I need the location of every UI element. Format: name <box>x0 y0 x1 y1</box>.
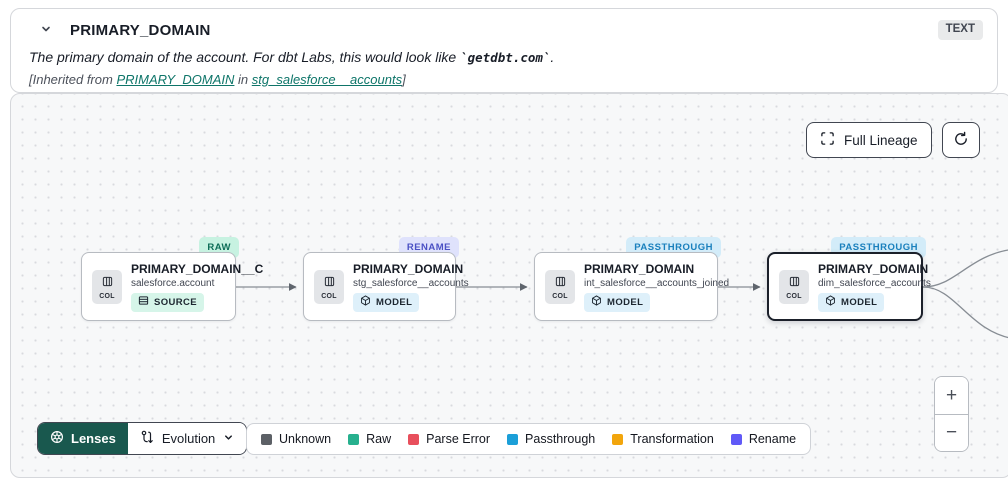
legend-swatch <box>348 433 360 445</box>
inherited-prefix: [Inherited from <box>29 72 117 87</box>
node-model-name: int_salesforce__accounts_joined <box>584 277 730 289</box>
legend-item: Raw <box>348 432 391 446</box>
legend-swatch <box>261 433 272 445</box>
description-text: The primary domain of the account. For d… <box>29 49 461 65</box>
node-column-name: PRIMARY_DOMAIN <box>353 261 464 276</box>
legend-item: Passthrough <box>507 432 595 446</box>
refresh-icon <box>953 131 969 150</box>
node-model-name: stg_salesforce__accounts <box>353 277 469 289</box>
legend-label: Unknown <box>279 432 332 446</box>
column-icon <box>324 274 335 292</box>
legend-label: Raw <box>366 432 392 446</box>
zoom-in-button[interactable]: + <box>935 377 968 414</box>
aperture-icon <box>50 430 64 447</box>
node-model-name: salesforce.account <box>131 277 215 289</box>
column-chip: COL <box>779 269 809 304</box>
node-column-name: PRIMARY_DOMAIN <box>818 261 929 276</box>
legend-item: Unknown <box>261 432 331 446</box>
zoom-out-button[interactable]: − <box>935 414 968 451</box>
legend-item: Transformation <box>612 432 714 446</box>
node-column-name: PRIMARY_DOMAIN <box>584 261 695 276</box>
column-title-row: PRIMARY_DOMAIN TEXT <box>29 19 983 41</box>
column-chip: COL <box>545 269 575 304</box>
chevron-down-icon <box>40 23 52 38</box>
model-cube-icon <box>591 295 602 309</box>
lens-selector-dropdown[interactable]: Evolution <box>127 423 247 454</box>
inherited-model-link[interactable]: stg_salesforce__accounts <box>251 72 403 87</box>
zoom-controls: + − <box>934 376 969 452</box>
legend-label: Parse Error <box>426 432 491 446</box>
collapse-toggle[interactable] <box>37 21 55 39</box>
legend-item: Rename <box>730 432 797 446</box>
expand-icon <box>820 131 835 149</box>
column-icon <box>555 274 566 292</box>
resource-label: MODEL <box>607 296 644 308</box>
inherited-note: [Inherited from PRIMARY_DOMAIN in stg_sa… <box>29 72 983 87</box>
col-chip-label: COL <box>99 292 115 300</box>
description-code: `getdbt.com` <box>460 50 551 65</box>
node-text: PRIMARY_DOMAIN stg_salesforce__accounts … <box>353 262 469 312</box>
resource-badge-source: SOURCE <box>131 292 205 312</box>
lenses-label: Lenses <box>71 431 116 446</box>
legend-label: Rename <box>748 432 797 446</box>
legend-label: Transformation <box>630 432 714 446</box>
lineage-node-intermediate[interactable]: COL PRIMARY_DOMAIN int_salesforce__accou… <box>534 252 729 321</box>
node-model-name: dim_salesforce_accounts <box>818 277 931 289</box>
resource-badge-model: MODEL <box>353 292 420 312</box>
chevron-down-icon <box>223 431 234 446</box>
col-chip-label: COL <box>786 292 802 300</box>
resource-label: SOURCE <box>154 296 198 308</box>
lineage-node-staging[interactable]: COL PRIMARY_DOMAIN stg_salesforce__accou… <box>303 252 469 321</box>
col-chip-label: COL <box>321 292 337 300</box>
column-description: The primary domain of the account. For d… <box>29 49 983 65</box>
canvas-toolbar: Full Lineage <box>806 122 980 158</box>
page-title: PRIMARY_DOMAIN <box>70 21 211 39</box>
resource-badge-model: MODEL <box>818 292 885 312</box>
legend-swatch <box>408 433 420 445</box>
column-details-panel: PRIMARY_DOMAIN TEXT The primary domain o… <box>10 8 998 93</box>
description-period: . <box>550 49 555 65</box>
refresh-button[interactable] <box>941 122 980 158</box>
lineage-node-dim-selected[interactable]: COL PRIMARY_DOMAIN dim_salesforce_accoun… <box>767 252 931 321</box>
lens-legend: Unknown Raw Parse Error Passthrough Tran… <box>246 423 812 455</box>
column-chip: COL <box>92 269 122 304</box>
lenses-button[interactable]: Lenses <box>38 423 128 454</box>
node-text: PRIMARY_DOMAIN int_salesforce__accounts_… <box>584 262 729 312</box>
resource-label: MODEL <box>376 296 413 308</box>
column-type-badge: TEXT <box>937 20 983 40</box>
selected-lens-label: Evolution <box>161 431 216 446</box>
inherited-column-link[interactable]: PRIMARY_DOMAIN <box>116 72 235 87</box>
legend-swatch <box>612 433 624 445</box>
node-column-name: PRIMARY_DOMAIN__C <box>131 261 264 276</box>
legend-item: Parse Error <box>408 432 490 446</box>
legend-swatch <box>730 433 742 445</box>
inherited-suffix: ] <box>402 72 406 87</box>
col-chip-label: COL <box>552 292 568 300</box>
column-chip: COL <box>314 269 344 304</box>
legend-swatch <box>507 433 519 445</box>
model-cube-icon <box>825 295 836 309</box>
column-icon <box>789 274 800 292</box>
full-lineage-button[interactable]: Full Lineage <box>806 122 932 158</box>
model-cube-icon <box>360 295 371 309</box>
lineage-node-source[interactable]: COL PRIMARY_DOMAIN__C salesforce.account… <box>81 252 263 321</box>
lineage-canvas[interactable]: Full Lineage RAW RENAME PASSTHROUGH PASS… <box>10 93 1008 478</box>
inherited-middle: in <box>234 72 252 87</box>
lenses-control: Lenses Evolution <box>37 422 248 455</box>
full-lineage-label: Full Lineage <box>844 132 918 148</box>
node-text: PRIMARY_DOMAIN__C salesforce.account SOU… <box>131 262 263 312</box>
source-icon <box>138 295 149 309</box>
column-icon <box>102 274 113 292</box>
legend-label: Passthrough <box>525 432 596 446</box>
node-text: PRIMARY_DOMAIN dim_salesforce_accounts M… <box>818 262 931 312</box>
resource-label: MODEL <box>841 296 878 308</box>
evolution-icon <box>140 430 154 447</box>
resource-badge-model: MODEL <box>584 292 651 312</box>
